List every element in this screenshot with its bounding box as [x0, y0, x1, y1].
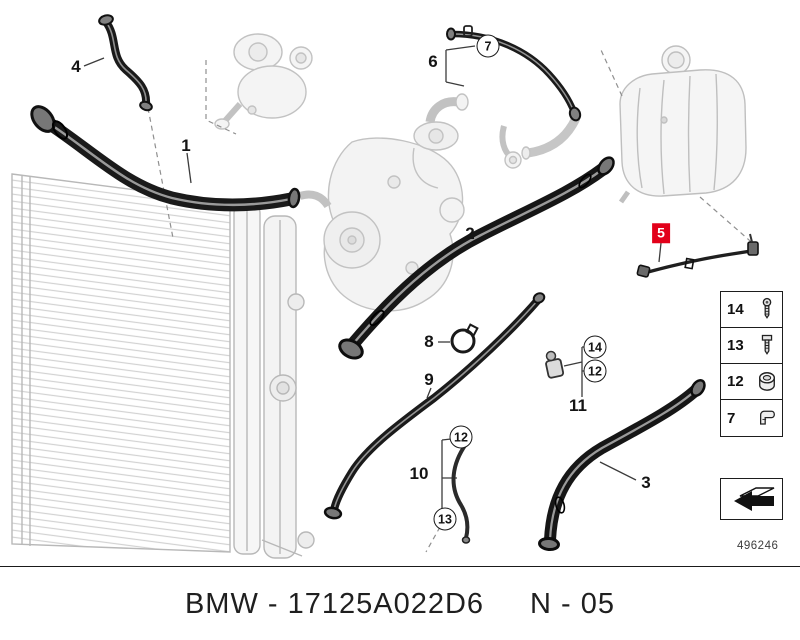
- hose-9: [323, 292, 546, 520]
- footer-bar: BMW - 17125A022D6 N - 05: [0, 566, 800, 640]
- callout-10[interactable]: 10: [409, 464, 429, 483]
- callout-2[interactable]: 2: [465, 224, 475, 243]
- callout-9[interactable]: 9: [424, 370, 434, 389]
- hose-4: [98, 14, 153, 112]
- callout-14[interactable]: 14: [583, 335, 607, 359]
- hex-bolt-icon: [761, 334, 773, 355]
- footer-part-number: BMW - 17125A022D6: [184, 587, 485, 620]
- legend-row-12[interactable]: 12: [721, 364, 782, 400]
- thermostat-housing: [214, 33, 313, 130]
- callout-12-a[interactable]: 12: [583, 359, 607, 383]
- callout-6[interactable]: 6: [428, 52, 438, 71]
- part-11: [545, 350, 565, 379]
- callout-11[interactable]: 11: [569, 396, 587, 415]
- hose-5: [636, 233, 759, 278]
- legend-label-13: 13: [727, 337, 744, 354]
- legend-row-14[interactable]: 14: [721, 292, 782, 328]
- callout-12-b[interactable]: 12: [449, 425, 473, 449]
- hose-clamp-icon: [759, 372, 775, 391]
- dashed-leader-lines: [147, 49, 758, 553]
- callout-8[interactable]: 8: [424, 332, 434, 351]
- torx-bolt-icon: [762, 297, 772, 319]
- callout-3[interactable]: 3: [641, 473, 651, 492]
- legend-label-14: 14: [727, 301, 744, 318]
- hose-10: [451, 438, 471, 544]
- legend-label-7: 7: [727, 409, 736, 427]
- fastener-legend: 14 13 12: [720, 291, 783, 437]
- legend-label-12: 12: [727, 373, 744, 390]
- legend-row-7[interactable]: 7: [721, 400, 782, 436]
- direction-arrow-icon: [733, 487, 774, 511]
- clamp-8: [450, 323, 479, 354]
- hose-2: [338, 156, 615, 360]
- radiator: [11, 173, 315, 559]
- callout-1[interactable]: 1: [181, 136, 191, 155]
- clip-7-on-hose: [463, 25, 473, 37]
- legend-row-13[interactable]: 13: [721, 328, 782, 364]
- direction-arrow-box[interactable]: [720, 478, 783, 520]
- diagram-number: 496246: [737, 540, 779, 552]
- hose-1: [30, 105, 301, 212]
- callout-13[interactable]: 13: [433, 507, 457, 531]
- callout-7[interactable]: 7: [476, 34, 500, 58]
- footer-page-code: N - 05: [530, 587, 616, 620]
- spring-clip-icon: [760, 410, 775, 425]
- expansion-tank: [618, 45, 747, 204]
- callout-5-highlighted[interactable]: 5: [652, 223, 670, 243]
- callout-4[interactable]: 4: [71, 57, 81, 76]
- diagram-area: 4 1 6 7 2 5 8 9 14 12 11 12 10 13 3 14: [11, 14, 783, 559]
- hose-3: [538, 378, 706, 552]
- diagram-canvas: [11, 14, 759, 559]
